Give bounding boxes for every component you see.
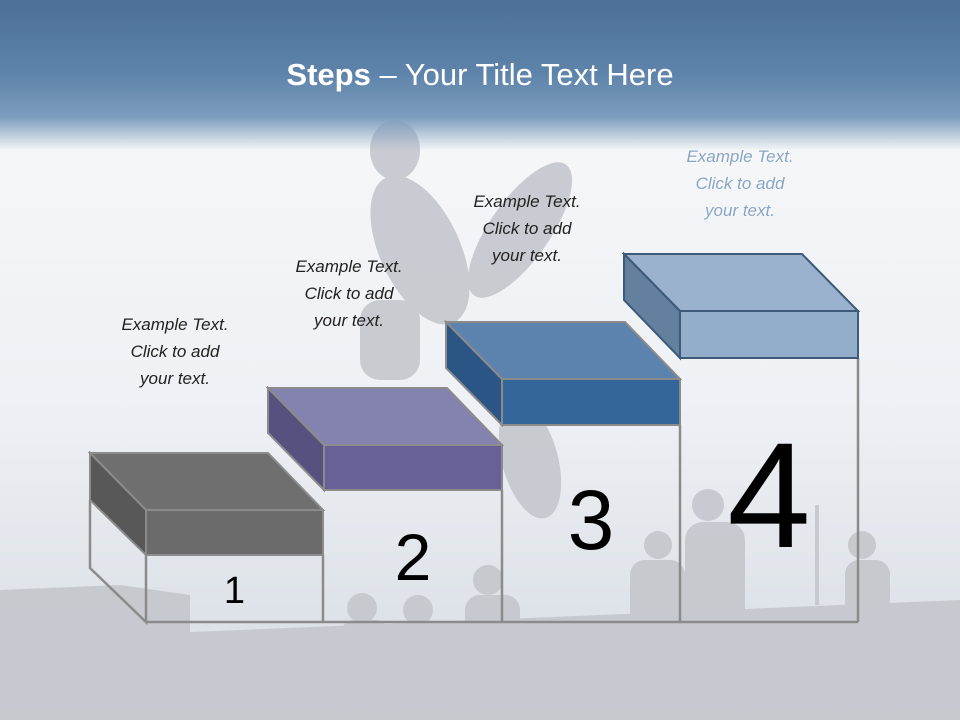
- step-2-block[interactable]: [265, 385, 505, 493]
- step-1-outline: [88, 500, 148, 625]
- step-3-number: 3: [567, 473, 615, 567]
- title-bold: Steps: [286, 57, 371, 92]
- step-3-text[interactable]: Example Text. Click to add your text.: [473, 192, 581, 265]
- step-4-number: 4: [727, 411, 811, 579]
- slide-title[interactable]: Steps – Your Title Text Here: [0, 54, 960, 96]
- step-1-block[interactable]: [87, 450, 326, 558]
- step-1-text[interactable]: Example Text. Click to add your text.: [121, 315, 229, 388]
- step-4-text[interactable]: Example Text. Click to add your text.: [686, 147, 794, 220]
- step-2-number: 2: [394, 520, 432, 594]
- step-1-number: 1: [223, 570, 246, 612]
- step-2-text[interactable]: Example Text. Click to add your text.: [295, 257, 403, 330]
- step-3-block[interactable]: [443, 319, 683, 428]
- step-4-block[interactable]: [621, 251, 861, 361]
- title-bar: [0, 0, 960, 150]
- title-rest: – Your Title Text Here: [370, 57, 674, 92]
